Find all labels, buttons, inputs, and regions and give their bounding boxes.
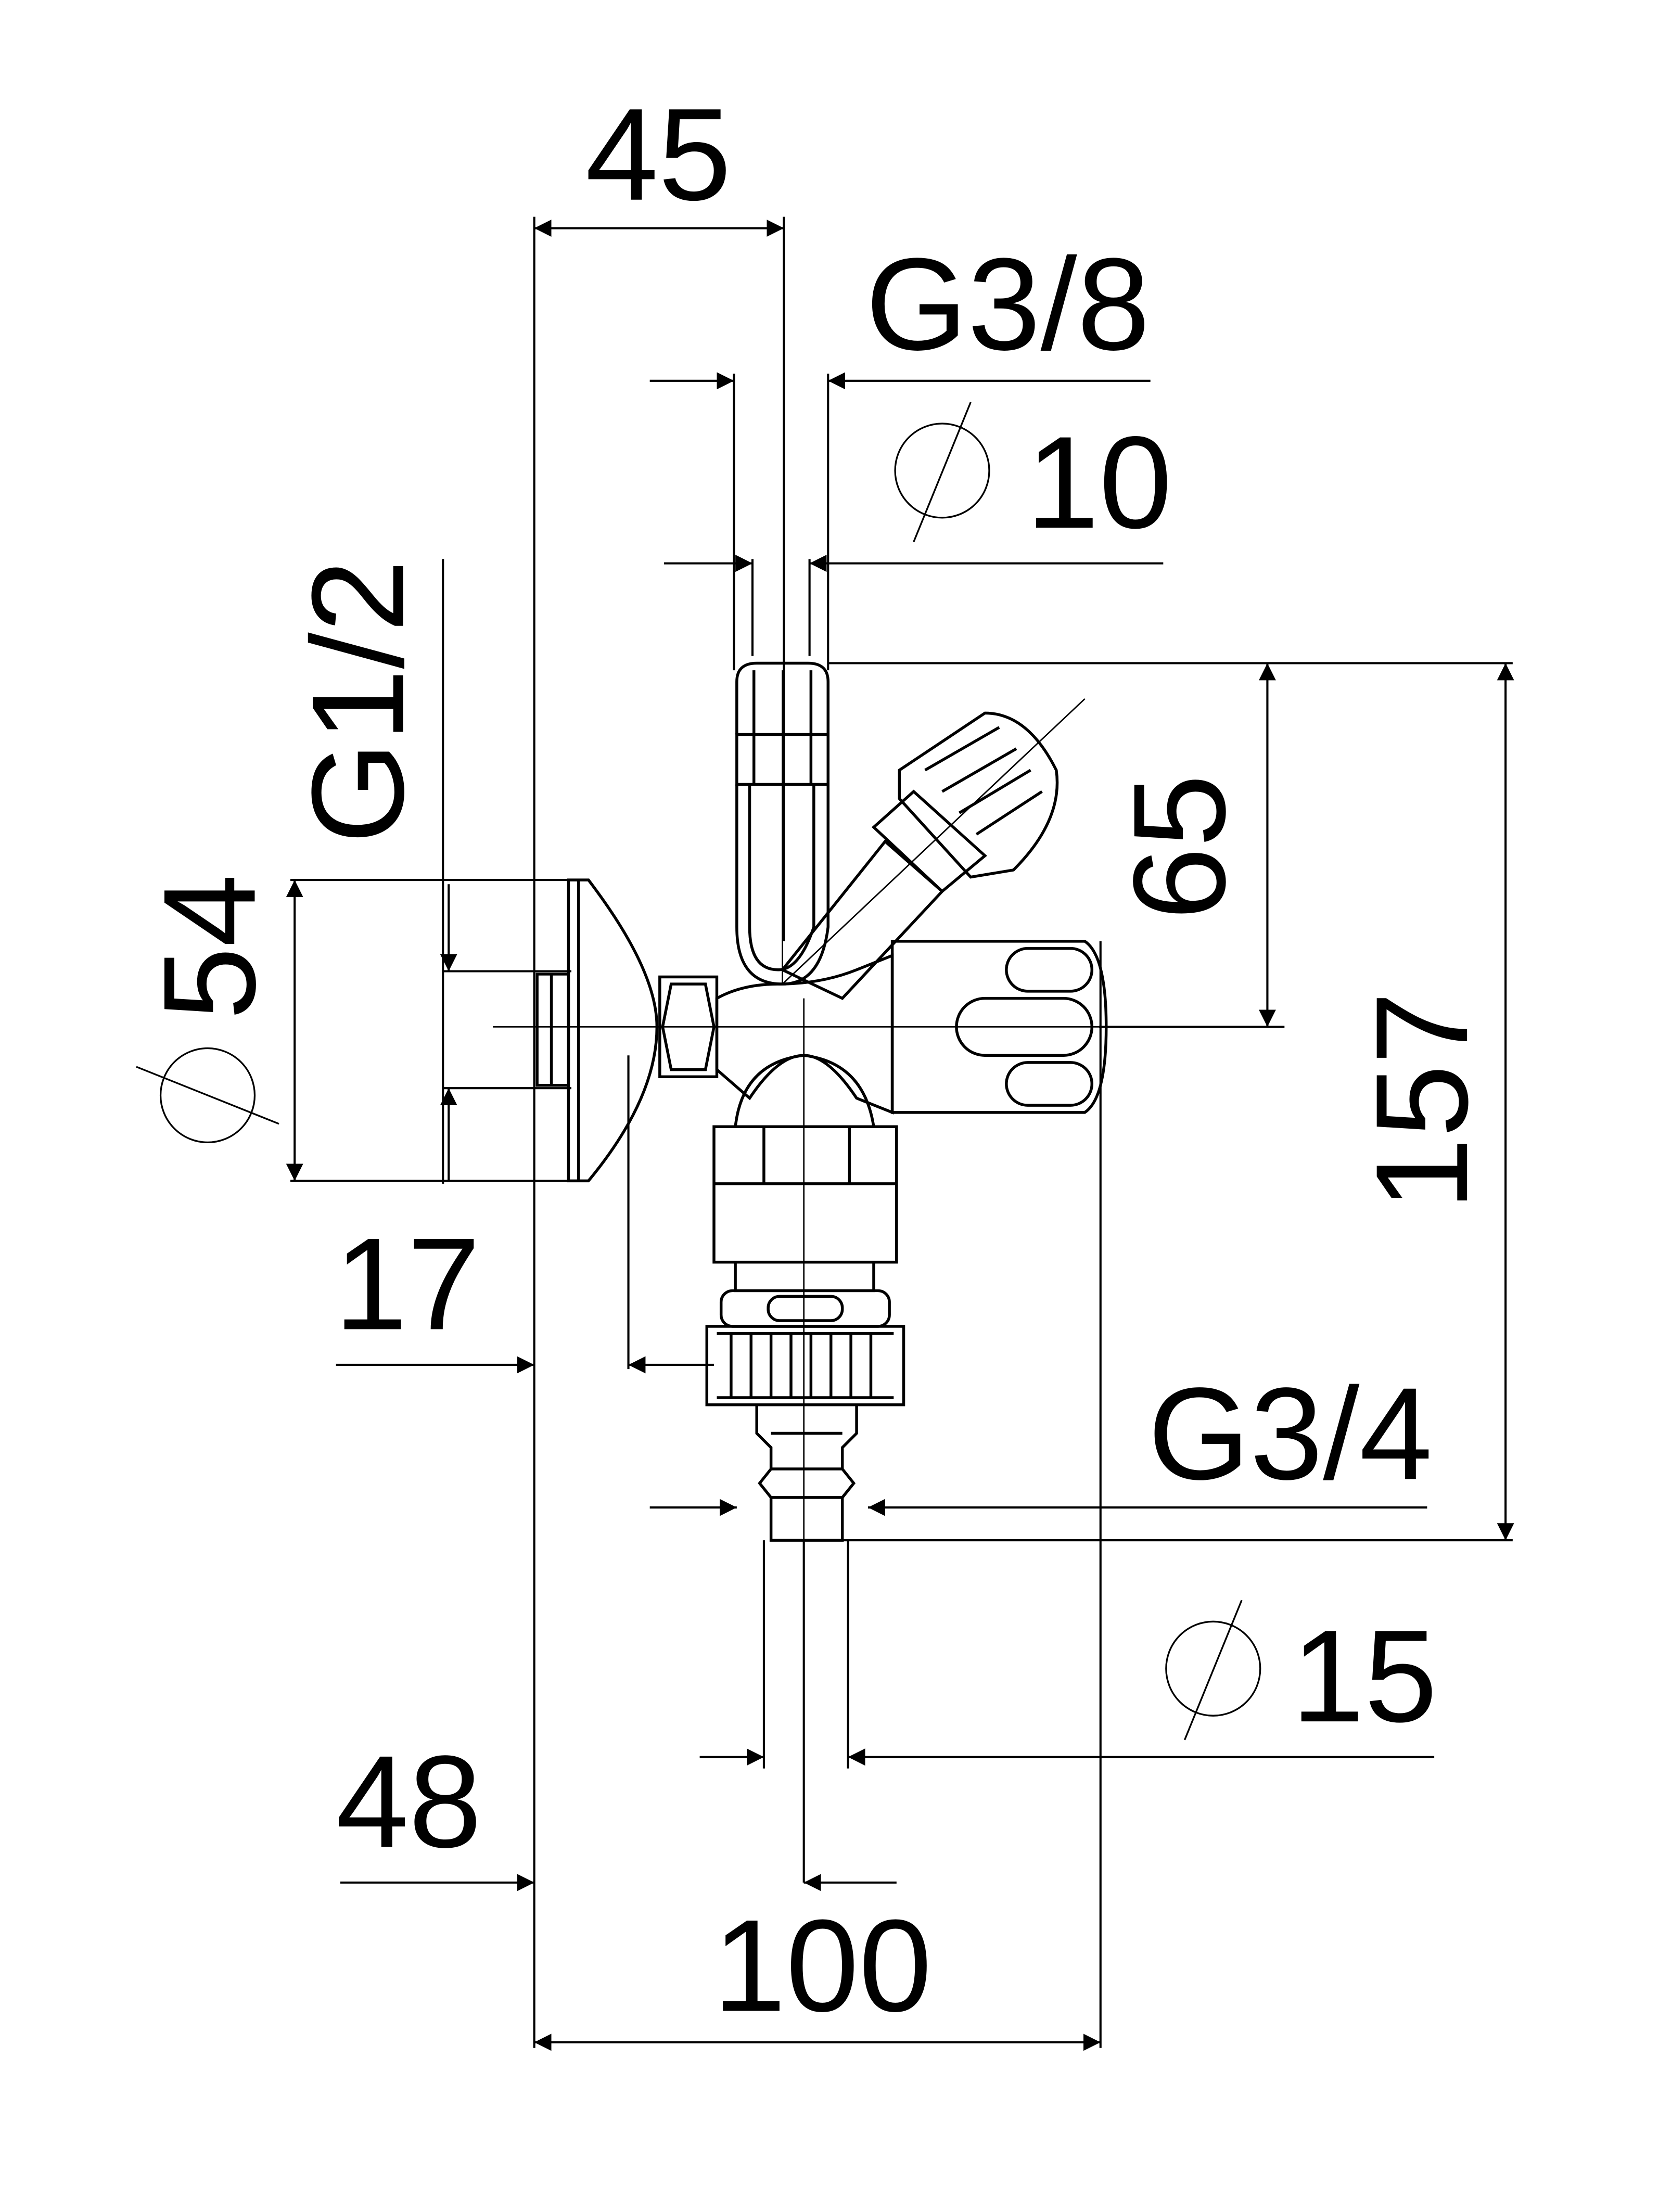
diameter-symbol-icon — [136, 1047, 279, 1144]
extension-lines — [290, 216, 1513, 2048]
dim-15: 15 — [1292, 1603, 1437, 1749]
dim-157: 157 — [1349, 992, 1495, 1211]
diameter-symbol-icon — [1165, 1600, 1261, 1741]
dimension-labels: 45 G3/8 10 G1/2 54 65 157 17 G3/4 15 48 … — [136, 82, 1495, 2039]
lower-cap — [734, 1054, 876, 1128]
knurled-nut — [705, 1325, 905, 1407]
dim-65: 65 — [1106, 774, 1253, 920]
valve-drawing — [535, 661, 1108, 1542]
upper-outlet — [735, 661, 830, 986]
angled-valve — [780, 711, 1059, 1000]
dim-g34: G3/4 — [1148, 1361, 1433, 1507]
diameter-symbol-icon — [894, 402, 990, 543]
dim-17: 17 — [334, 1211, 480, 1357]
hose-barb — [755, 1404, 858, 1542]
dim-g38: G3/8 — [865, 231, 1150, 377]
dim-10: 10 — [1026, 410, 1172, 556]
lower-union — [712, 1125, 898, 1328]
right-handle — [890, 940, 1108, 1114]
wall-rosette — [535, 878, 659, 1183]
dimension-lines — [286, 220, 1514, 2051]
dim-54: 54 — [136, 874, 283, 1020]
dim-45: 45 — [585, 82, 731, 228]
dim-g12: G1/2 — [285, 559, 431, 844]
dim-100: 100 — [713, 1893, 932, 2039]
dim-48: 48 — [336, 1729, 481, 1875]
center-lines — [493, 670, 1100, 1555]
